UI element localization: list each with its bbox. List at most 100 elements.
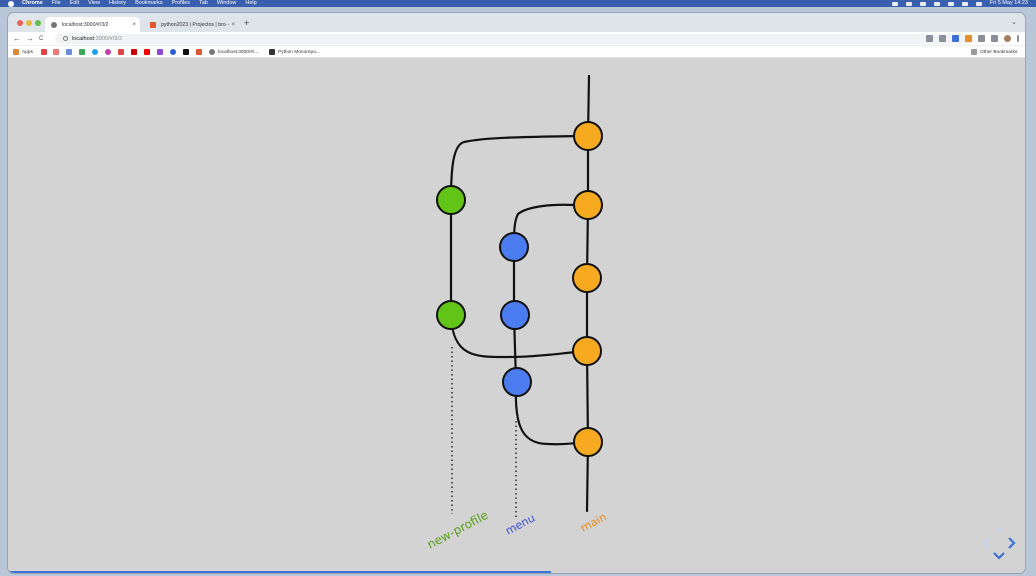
- menu-edit[interactable]: Edit: [69, 0, 80, 6]
- search-icon[interactable]: [961, 1, 968, 6]
- bookmark-apps[interactable]: Apps: [13, 49, 33, 55]
- extension-icons: [926, 35, 1019, 42]
- youtube-icon[interactable]: [144, 49, 150, 55]
- apple-icon[interactable]: [8, 0, 14, 7]
- docker-icon[interactable]: [905, 1, 912, 6]
- new-profile-commit-node: [436, 300, 466, 330]
- url-host: localhost: [72, 36, 95, 42]
- twitter-icon[interactable]: [92, 49, 98, 55]
- puzzle-icon[interactable]: [978, 35, 985, 42]
- instagram-icon[interactable]: [105, 49, 111, 55]
- back-button[interactable]: ←: [13, 34, 21, 43]
- extension-icon[interactable]: [952, 35, 959, 42]
- tab-label: python2023 | Projectos | bro··: [161, 21, 230, 28]
- python-monorepo-icon: [269, 49, 275, 55]
- main-commit-node: [572, 263, 602, 293]
- address-bar[interactable]: localhost:3000/#/3/2: [55, 34, 975, 44]
- menu-history[interactable]: History: [108, 0, 127, 6]
- tab-label: localhost:3000/#/3/2: [62, 21, 109, 28]
- new-profile-merge-curve: [449, 312, 579, 359]
- bookmark-python[interactable]: Python Monorepo...: [269, 49, 320, 55]
- wifi-icon[interactable]: [947, 1, 954, 6]
- tab-strip: localhost:3000/#/3/2 × python2023 | Proj…: [8, 13, 1025, 32]
- menu-app-name[interactable]: Chrome: [22, 0, 43, 6]
- netflix-icon[interactable]: [131, 49, 137, 55]
- menu-bookmarks[interactable]: Bookmarks: [135, 0, 163, 6]
- control-center-icon[interactable]: [975, 1, 982, 6]
- url-path: :3000/#/3/2: [94, 36, 123, 42]
- gitlab-icon: [150, 21, 156, 28]
- star-icon[interactable]: [118, 49, 124, 55]
- metamask-icon[interactable]: [965, 35, 972, 42]
- menu-tab[interactable]: Tab: [198, 0, 208, 6]
- drive-icon[interactable]: [79, 49, 85, 55]
- bookmark-label: Other Bookmarks: [980, 49, 1018, 55]
- reload-button[interactable]: C: [39, 36, 44, 42]
- main-commit-node: [573, 190, 603, 220]
- status-icon[interactable]: [891, 1, 898, 6]
- navigate-up-icon[interactable]: [995, 526, 1003, 532]
- browser-window: localhost:3000/#/3/2 × python2023 | Proj…: [8, 13, 1025, 573]
- presentation-slide: new-profile menu main: [8, 59, 1025, 573]
- new-profile-branch-curve: [449, 134, 581, 202]
- volume-icon[interactable]: [933, 1, 940, 6]
- new-profile-commit-node: [436, 185, 466, 215]
- browser-toolbar: ← → C localhost:3000/#/3/2: [8, 32, 1025, 46]
- menu-commit-node: [499, 232, 529, 262]
- branch-label-new-profile: new-profile: [425, 508, 491, 552]
- apps-grid-icon: [13, 49, 19, 55]
- kebab-menu-icon[interactable]: [1017, 35, 1019, 42]
- slide-progress-bar: [8, 571, 551, 573]
- bookmark-label: localhost:3000/#/...: [218, 49, 259, 55]
- slide-navigation-controls: [982, 526, 1016, 560]
- menubar-clock[interactable]: Fri 5 May 14:23: [989, 0, 1028, 6]
- branch-label-menu: menu: [503, 511, 537, 537]
- bookmark-localhost[interactable]: localhost:3000/#/...: [209, 49, 258, 55]
- gmail-icon[interactable]: [41, 49, 47, 55]
- gitlab-icon[interactable]: [196, 49, 202, 55]
- branch-label-main: main: [578, 510, 608, 534]
- globe-icon: [209, 49, 215, 55]
- bookmark-other[interactable]: Other Bookmarks: [971, 49, 1017, 55]
- bookmark-icon[interactable]: [53, 49, 59, 55]
- bookmark-label: Python Monorepo...: [278, 49, 320, 55]
- bookmark-star-icon[interactable]: [939, 35, 946, 42]
- navigate-down-icon[interactable]: [993, 552, 1005, 560]
- fullscreen-window-button[interactable]: [35, 20, 41, 26]
- new-tab-button[interactable]: +: [244, 18, 250, 28]
- tab-gitlab[interactable]: python2023 | Projectos | bro·· ×: [144, 17, 239, 32]
- menu-help[interactable]: Help: [245, 0, 257, 6]
- close-tab-icon[interactable]: ×: [132, 21, 136, 28]
- bookmarks-bar: Apps localhost:3000/#/... Python Monorep…: [8, 46, 1025, 58]
- forward-button[interactable]: →: [26, 34, 34, 43]
- minimize-window-button[interactable]: [26, 20, 32, 26]
- battery-icon[interactable]: [919, 1, 926, 6]
- menu-commit-node: [500, 300, 530, 330]
- status-area: Fri 5 May 14:23: [891, 0, 1028, 7]
- navigate-right-icon[interactable]: [1008, 537, 1016, 549]
- tab-localhost[interactable]: localhost:3000/#/3/2 ×: [45, 17, 140, 32]
- close-window-button[interactable]: [17, 20, 23, 26]
- menu-file[interactable]: File: [51, 0, 61, 6]
- bookmark-icon[interactable]: [170, 49, 176, 55]
- macos-menu-bar: Chrome File Edit View History Bookmarks …: [0, 0, 1036, 7]
- git-branch-diagram: new-profile menu main: [425, 74, 609, 552]
- folder-icon: [971, 49, 977, 55]
- menu-profiles[interactable]: Profiles: [171, 0, 190, 6]
- bookmark-icon[interactable]: [183, 49, 189, 55]
- site-info-icon[interactable]: [63, 36, 68, 42]
- navigate-left-icon[interactable]: [982, 537, 990, 549]
- bookmark-label: Apps: [22, 49, 33, 55]
- twitch-icon[interactable]: [157, 49, 163, 55]
- bookmark-icon[interactable]: [66, 49, 72, 55]
- menu-merge-curve: [514, 380, 580, 446]
- menu-window[interactable]: Window: [216, 0, 237, 6]
- sidebar-icon[interactable]: [991, 35, 998, 42]
- menu-view[interactable]: View: [88, 0, 100, 6]
- globe-icon: [51, 21, 57, 28]
- menu-commit-node: [502, 367, 532, 397]
- close-tab-icon[interactable]: ×: [231, 21, 235, 28]
- share-icon[interactable]: [926, 35, 933, 42]
- tab-search-button[interactable]: ⌄: [1011, 19, 1017, 26]
- profile-avatar[interactable]: [1004, 35, 1011, 42]
